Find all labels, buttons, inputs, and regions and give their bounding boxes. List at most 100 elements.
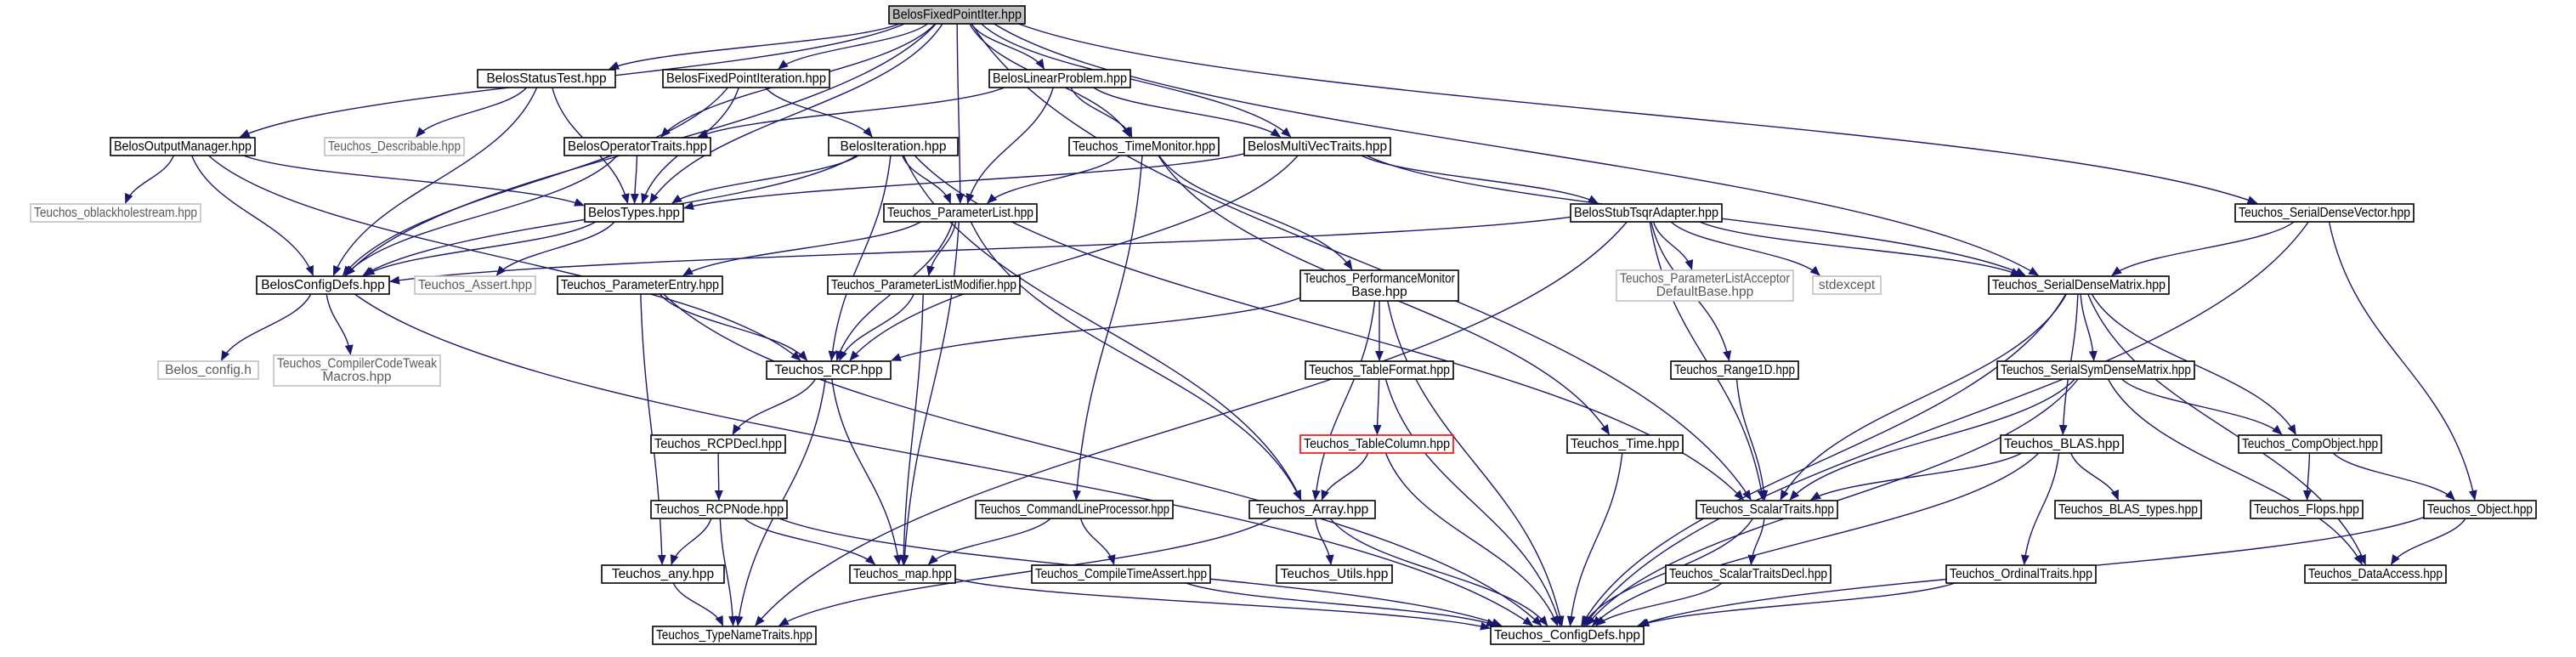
edge-object-to-dataaccess — [2391, 518, 2466, 565]
node-iteration[interactable]: BelosIteration.hpp — [828, 137, 959, 156]
node-typenametraits[interactable]: Teuchos_TypeNameTraits.hpp — [652, 626, 817, 645]
node-timemonitor[interactable]: Teuchos_TimeMonitor.hpp — [1068, 137, 1220, 156]
edge-blas-to-blastypes — [2069, 452, 2120, 501]
edge-root-to-statustest — [609, 23, 900, 70]
node-label: Teuchos_Describable.hpp — [328, 139, 461, 154]
node-multivectraits[interactable]: BelosMultiVecTraits.hpp — [1243, 137, 1391, 156]
node-box — [849, 564, 956, 584]
edge-tablecolumn-to-array — [1321, 452, 1369, 501]
node-label: Teuchos_ParameterList.hpp — [887, 206, 1033, 220]
node-label: Teuchos_DataAccess.hpp — [2308, 567, 2443, 581]
node-time[interactable]: Teuchos_Time.hpp — [1566, 434, 1684, 454]
node-rcpdecl[interactable]: Teuchos_RCPDecl.hpp — [650, 434, 786, 454]
node-outputmanager[interactable]: BelosOutputManager.hpp — [110, 137, 256, 156]
node-box — [650, 434, 786, 454]
node-compiletimeassert[interactable]: Teuchos_CompileTimeAssert.hpp — [1031, 564, 1211, 584]
node-box — [1490, 626, 1645, 645]
node-label: Teuchos_Range1D.hpp — [1674, 363, 1795, 377]
node-label: Teuchos_any.hpp — [612, 567, 714, 581]
node-scalartraits[interactable]: Teuchos_ScalarTraits.hpp — [1696, 500, 1838, 519]
edge-scalartraitsdecl-to-configdefs — [1595, 582, 1723, 626]
node-stubtsqr[interactable]: BelosStubTsqrAdapter.hpp — [1570, 203, 1723, 223]
node-label: Teuchos_OrdinalTraits.hpp — [1950, 567, 2092, 581]
node-map[interactable]: Teuchos_map.hpp — [849, 564, 956, 584]
node-label: Macros.hpp — [323, 370, 392, 384]
node-serialdensematrix[interactable]: Teuchos_SerialDenseMatrix.hpp — [1988, 275, 2170, 295]
edge-serialsym-to-dataaccess — [2107, 378, 2363, 565]
node-rcpnode[interactable]: Teuchos_RCPNode.hpp — [650, 500, 788, 519]
node-operatortraits[interactable]: BelosOperatorTraits.hpp — [563, 137, 711, 156]
node-box — [1243, 137, 1391, 156]
edge-rcpnode-to-typenametraits — [719, 518, 738, 626]
node-statustest[interactable]: BelosStatusTest.hpp — [477, 69, 616, 88]
edge-parameterentry-to-configdefs — [663, 293, 1543, 626]
node-ordinaltraits[interactable]: Teuchos_OrdinalTraits.hpp — [1945, 564, 2097, 584]
edge-tablecolumn-to-configdefs — [1384, 452, 1559, 626]
node-box — [2304, 564, 2447, 584]
node-rcp[interactable]: Teuchos_RCP.hpp — [766, 360, 892, 380]
node-compobject[interactable]: Teuchos_CompObject.hpp — [2238, 434, 2382, 454]
node-label: Teuchos_TimeMonitor.hpp — [1073, 139, 1215, 154]
node-box — [975, 500, 1174, 519]
edge-serialdensematrix-to-configdefs — [1581, 293, 2067, 626]
node-object[interactable]: Teuchos_Object.hpp — [2423, 500, 2537, 519]
node-plmodifier[interactable]: Teuchos_ParameterListModifier.hpp — [827, 275, 1021, 295]
node-belostypes[interactable]: BelosTypes.hpp — [584, 203, 684, 223]
node-serialsym[interactable]: Teuchos_SerialSymDenseMatrix.hpp — [1996, 360, 2195, 380]
edge-outputmanager-to-rcp — [207, 155, 801, 361]
edge-compiletimeassert-to-configdefs — [1186, 582, 1497, 627]
node-label: BelosLinearProblem.hpp — [993, 71, 1127, 86]
node-parameterlist[interactable]: Teuchos_ParameterList.hpp — [883, 203, 1038, 223]
edge-belostypes-to-configdefs_belos — [364, 221, 597, 276]
node-box — [662, 69, 830, 88]
node-box — [1566, 434, 1684, 454]
node-scalartraitsdecl[interactable]: Teuchos_ScalarTraitsDecl.hpp — [1665, 564, 1832, 584]
edge-cmdline-to-map — [927, 518, 1051, 565]
edge-serialdensevector-to-serialdensematrix — [2111, 221, 2295, 276]
node-label: Teuchos_PerformanceMonitor — [1304, 272, 1455, 286]
node-utils[interactable]: Teuchos_Utils.hpp — [1276, 564, 1393, 584]
node-box — [883, 203, 1038, 223]
node-label: Teuchos_Object.hpp — [2427, 502, 2533, 517]
edge-root-to-parameterlist — [955, 23, 965, 204]
node-root[interactable]: BelosFixedPointIter.hpp — [888, 5, 1026, 25]
edge-blas-to-scalartraits — [1809, 452, 2023, 501]
node-box — [2000, 434, 2124, 454]
edge-fpiteration-to-configdefs_belos — [342, 87, 729, 276]
node-dataaccess[interactable]: Teuchos_DataAccess.hpp — [2304, 564, 2447, 584]
node-label: Teuchos_ParameterListAcceptor — [1620, 272, 1790, 286]
node-blas[interactable]: Teuchos_BLAS.hpp — [2000, 434, 2124, 454]
node-box — [1665, 564, 1832, 584]
node-any[interactable]: Teuchos_any.hpp — [601, 564, 725, 584]
node-configdefs_belos[interactable]: BelosConfigDefs.hpp — [256, 275, 390, 295]
node-fpiteration[interactable]: BelosFixedPointIteration.hpp — [662, 69, 830, 88]
node-label: BelosTypes.hpp — [588, 206, 680, 220]
edge-blas-to-configdefs — [1592, 452, 2040, 626]
node-label: Teuchos_SerialDenseVector.hpp — [2239, 206, 2410, 220]
node-label: Teuchos_CompObject.hpp — [2242, 437, 2378, 451]
edge-stubtsqr-to-placceptor — [1652, 221, 1694, 270]
edge-perfmonitor-to-array — [1311, 300, 1376, 501]
edge-linearproblem-to-multivectraits — [1093, 87, 1282, 138]
edge-outputmanager-to-belostypes — [243, 155, 585, 207]
edge-parameterentry-to-any — [640, 293, 666, 565]
node-box — [1031, 564, 1211, 584]
node-array[interactable]: Teuchos_Array.hpp — [1248, 500, 1376, 519]
node-label: Teuchos_map.hpp — [853, 567, 952, 581]
edge-root-to-fpiteration — [778, 23, 928, 70]
node-blastypes[interactable]: Teuchos_BLAS_types.hpp — [2054, 500, 2202, 519]
node-tableformat[interactable]: Teuchos_TableFormat.hpp — [1305, 360, 1454, 380]
node-cmdline[interactable]: Teuchos_CommandLineProcessor.hpp — [975, 500, 1174, 519]
node-configdefs[interactable]: Teuchos_ConfigDefs.hpp — [1490, 626, 1645, 645]
edge-compobject-to-flops — [2302, 452, 2312, 501]
node-assert: Teuchos_Assert.hpp — [414, 275, 536, 295]
node-linearproblem[interactable]: BelosLinearProblem.hpp — [988, 69, 1131, 88]
node-flops[interactable]: Teuchos_Flops.hpp — [2250, 500, 2364, 519]
node-serialdensevector[interactable]: Teuchos_SerialDenseVector.hpp — [2234, 203, 2415, 223]
node-range1d[interactable]: Teuchos_Range1D.hpp — [1670, 360, 1799, 380]
node-parameterentry[interactable]: Teuchos_ParameterEntry.hpp — [557, 275, 723, 295]
node-tablecolumn[interactable]: Teuchos_TableColumn.hpp — [1299, 434, 1454, 454]
node-layer: BelosFixedPointIter.hppBelosStatusTest.h… — [30, 5, 2537, 645]
